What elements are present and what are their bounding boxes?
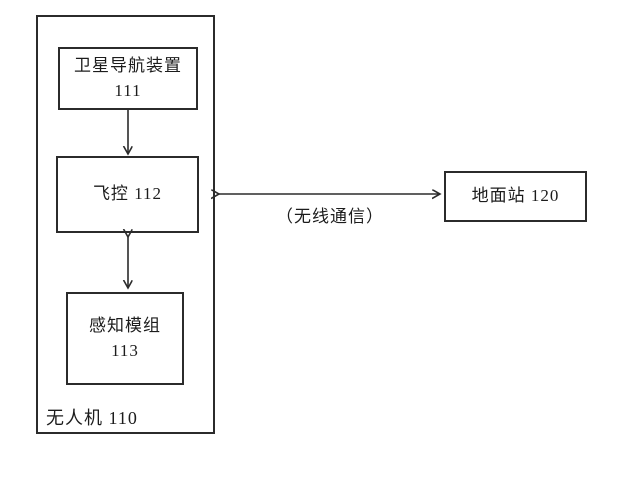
perception-module-number: 113 [111,340,139,360]
flight-controller-box: 飞控 112 [56,156,199,233]
ground-station-number: 120 [530,186,560,206]
flight-controller-label: 飞控 [92,184,129,204]
uav-caption-number: 110 [108,408,138,428]
perception-module-label: 感知模组 [89,315,161,335]
perception-module-box: 感知模组 113 [66,292,184,385]
satellite-nav-box: 卫星导航装置 111 [58,47,198,110]
wireless-communication-label: （无线通信） [276,207,384,226]
satellite-nav-number: 111 [114,80,142,100]
uav-caption: 无人机 110 [46,404,138,430]
satellite-nav-label: 卫星导航装置 [74,55,182,75]
uav-container-box [36,15,215,434]
flight-controller-number: 112 [134,184,163,204]
ground-station-label: 地面站 [471,186,526,206]
ground-station-box: 地面站 120 [444,171,587,222]
uav-caption-label: 无人机 [46,408,103,428]
